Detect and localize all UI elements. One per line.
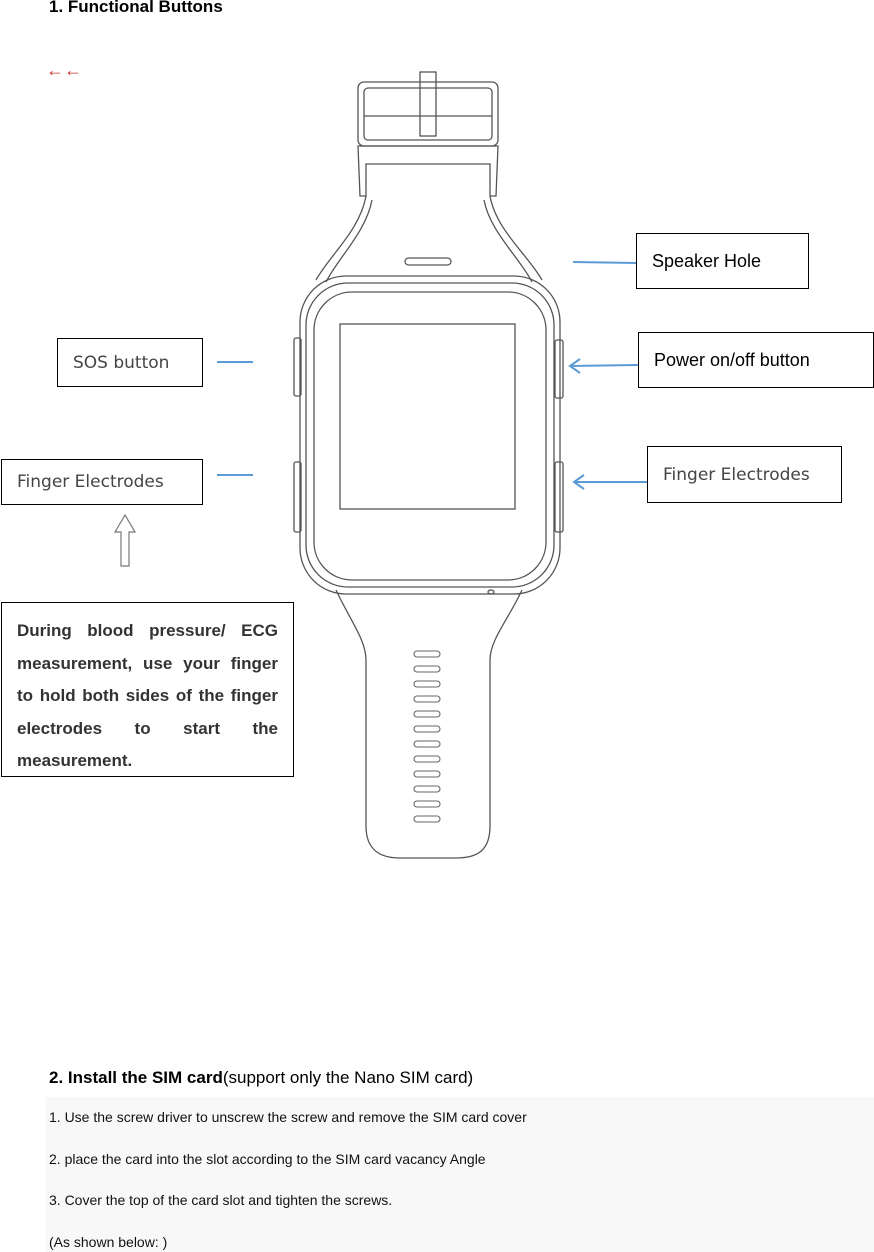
section-heading-functional-buttons: 1. Functional Buttons — [49, 0, 223, 16]
strap-holes — [413, 650, 441, 823]
ecg-measurement-note: During blood pressure/ ECG measurement, … — [1, 602, 294, 777]
sim-step-1: 1. Use the screw driver to unscrew the s… — [49, 1109, 527, 1125]
up-arrow-icon — [113, 513, 137, 567]
callout-sos-button-label: SOS button — [73, 352, 170, 373]
leader-lines — [217, 261, 648, 490]
callout-power-button: Power on/off button — [638, 332, 874, 388]
sim-step-3: 3. Cover the top of the card slot and ti… — [49, 1192, 393, 1208]
watch-diagram — [113, 71, 648, 859]
callout-finger-electrodes-right-label: Finger Electrodes — [663, 464, 810, 485]
callout-sos-button: SOS button — [57, 338, 203, 387]
section-heading-install-sim-bold: 2. Install the SIM card — [49, 1068, 223, 1087]
sim-step-2: 2. place the card into the slot accordin… — [49, 1151, 486, 1167]
sim-step-note: (As shown below: ) — [49, 1234, 168, 1250]
callout-finger-electrodes-left-label: Finger Electrodes — [17, 472, 164, 492]
callout-finger-electrodes-right: Finger Electrodes — [647, 446, 842, 503]
callout-speaker-hole: Speaker Hole — [636, 233, 809, 289]
sim-install-steps: 1. Use the screw driver to unscrew the s… — [46, 1097, 874, 1252]
section-heading-install-sim: 2. Install the SIM card(support only the… — [49, 1068, 473, 1088]
watch-drawing — [293, 71, 564, 859]
callout-speaker-hole-label: Speaker Hole — [652, 250, 762, 271]
callout-power-button-label: Power on/off button — [654, 349, 810, 370]
callout-finger-electrodes-left: Finger Electrodes — [1, 459, 203, 505]
section-heading-install-sim-note: (support only the Nano SIM card) — [222, 1068, 474, 1087]
red-arrow-marks: ←← — [46, 60, 82, 80]
